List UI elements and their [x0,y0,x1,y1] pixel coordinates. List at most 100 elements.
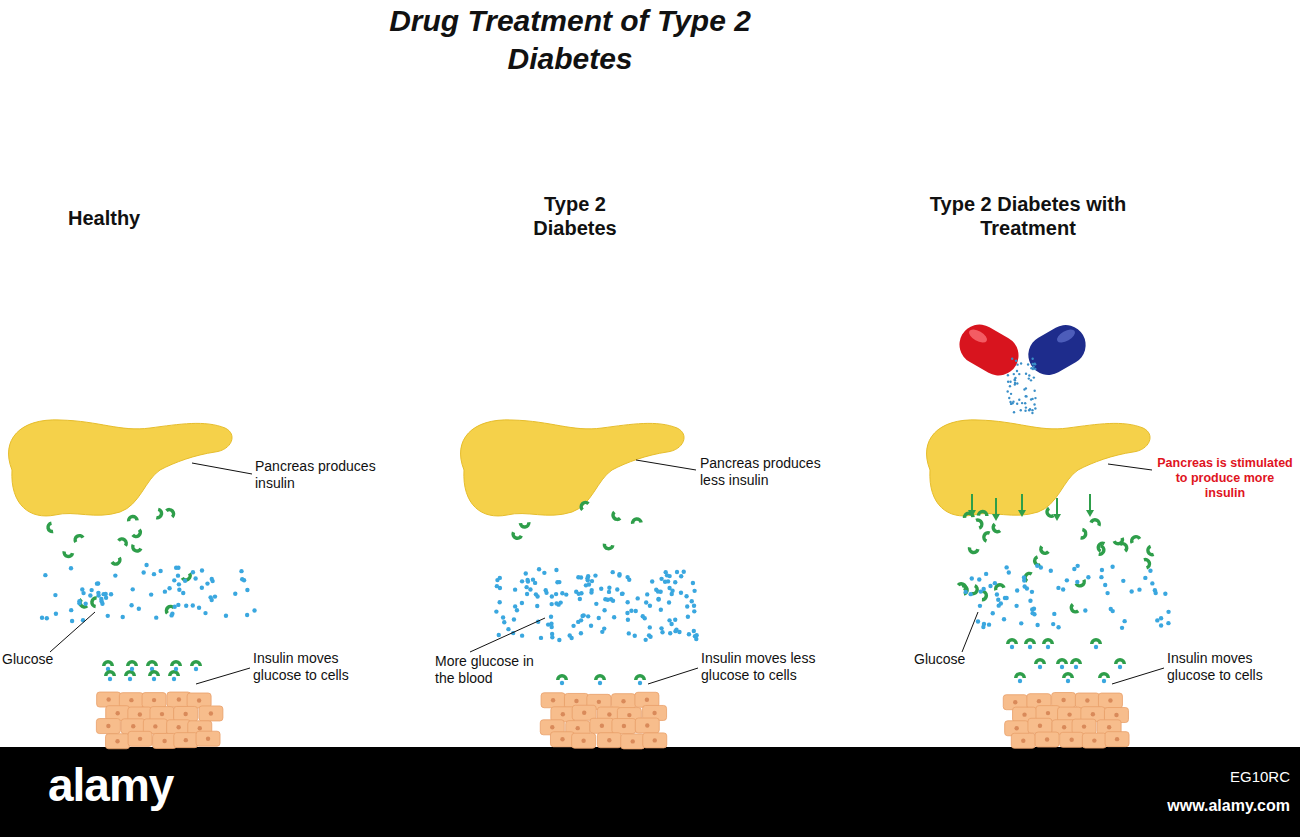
glucose-dot [1038,665,1042,669]
glucose-dot [99,599,103,603]
glucose-dot [987,622,991,626]
bound-insulin [146,660,158,666]
drug-particle [1033,389,1035,391]
body-cell [635,692,659,707]
drug-particle [1034,362,1036,364]
cell-nucleus [645,698,649,702]
cell-nucleus [206,736,210,740]
glucose-dot [638,681,642,685]
body-cell [174,706,198,721]
cell-nucleus [607,712,611,716]
glucose-dot [80,587,84,591]
glucose-dot [172,605,176,609]
body-cell [541,693,565,708]
glucose-dot [612,615,616,619]
glucose-dot [617,573,621,577]
glucose-dot [169,613,173,617]
drug-particle [1025,373,1027,375]
glucose-dot [692,589,696,593]
panel-heading: Type 2 Diabetes with Treatment [918,192,1138,240]
glucose-dot [520,579,524,583]
bound-insulin [1090,638,1102,644]
insulin [957,580,970,592]
bound-insulin [556,674,568,680]
glucose-dot [54,612,58,616]
glucose-dot [1007,570,1011,574]
insulin [117,535,130,547]
glucose-dot [669,622,673,626]
glucose-dot [968,592,972,596]
glucose-dot [586,578,590,582]
glucose-dot [667,600,671,604]
insulin [110,557,123,568]
glucose-dot [1028,645,1032,649]
insulin [1037,545,1050,557]
glucose-dot [549,602,553,606]
glucose-dot [686,615,690,619]
glucose-dot [533,581,537,585]
glucose-dot [233,591,237,595]
cell-nucleus [1037,699,1041,703]
glucose-dot [535,594,539,598]
glucose-dot [692,629,696,633]
glucose-dot [679,591,683,595]
glucose-dot [1166,610,1170,614]
glucose-dot [679,574,683,578]
glucose-dot [149,592,153,596]
insulin [989,523,1001,536]
glucose-dot [1002,617,1006,621]
drug-particle [1032,368,1034,370]
glucose-dot [177,582,181,586]
glucose-dot [524,585,528,589]
drug-particle [1034,368,1036,370]
cell-nucleus [1013,700,1017,704]
drug-particle [1016,370,1018,372]
title: Drug Treatment of Type 2 Diabetes [370,2,770,77]
glucose-dot [163,589,167,593]
glucose-dot [172,677,176,681]
glucose-dot [593,573,597,577]
bound-insulin [1056,658,1068,664]
bound-insulin [1014,672,1026,678]
glucose-dot [1102,679,1106,683]
cell-nucleus [197,698,201,702]
pancreas [9,420,232,516]
glucose-dot [501,615,505,619]
glucose-dot [1025,586,1029,590]
glucose-dot [113,573,117,577]
drug-particle [1016,382,1018,384]
body-cell [621,734,645,749]
glucose-dot [213,594,217,598]
cell-nucleus [1067,712,1071,716]
bound-insulin [1024,638,1036,644]
glucose-dot [494,609,498,613]
body-cell [96,719,120,734]
glucose-dot [245,613,249,617]
glucose-dot [667,618,671,622]
glucose-dot [634,609,638,613]
cell-nucleus [1092,738,1096,742]
insulin [509,532,522,542]
cell-nucleus [621,699,625,703]
glucose-dot [131,587,135,591]
glucose-dot [53,593,57,597]
glucose-dot [659,626,663,630]
insulin [1144,545,1154,558]
watermark: alamy [48,758,248,813]
glucose-dot [988,584,992,588]
bound-insulin [1034,658,1046,664]
glucose-dot [537,567,541,571]
drug-particle [1031,357,1033,359]
drug-particle [1028,374,1030,376]
insulin [156,508,165,521]
bound-insulin [148,670,160,676]
glucose-dot [497,633,501,637]
body-cell [1011,733,1035,748]
drug-particle [1006,390,1008,392]
bound-insulin [594,674,606,680]
glucose-dot [535,604,539,608]
bound-insulin [1070,658,1082,664]
glucose-dot [542,571,546,575]
body-cell [97,692,121,707]
